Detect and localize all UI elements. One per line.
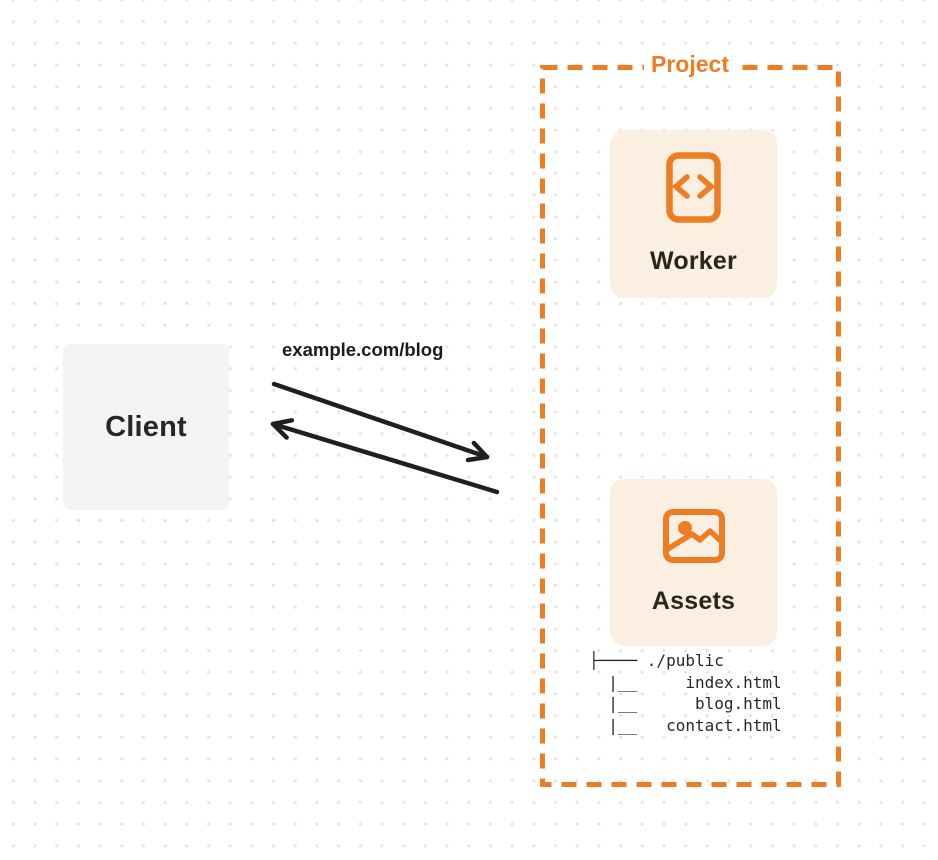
worker-label: Worker (650, 247, 737, 275)
tree-line-index: |__ index.html (589, 672, 782, 692)
tree-line-blog: |__ blog.html (589, 694, 782, 714)
worker-card: Worker (610, 130, 777, 298)
request-url-label: example.com/blog (282, 339, 444, 360)
assets-file-tree: ├──── ./public |__ index.html |__ blog.h… (589, 650, 782, 736)
request-arrow-to-project (271, 381, 490, 463)
assets-card: Assets (610, 479, 777, 646)
assets-label: Assets (651, 587, 736, 615)
image-icon (662, 509, 725, 563)
project-dashed-border (540, 65, 841, 787)
tree-line-public: ├──── ./public (589, 651, 724, 670)
client-box: Client (63, 344, 229, 510)
client-label: Client (105, 410, 187, 443)
response-arrow-to-client (270, 418, 500, 495)
code-file-icon (666, 152, 721, 223)
project-label: Project (644, 51, 736, 78)
tree-line-contact: |__ contact.html (589, 715, 782, 735)
